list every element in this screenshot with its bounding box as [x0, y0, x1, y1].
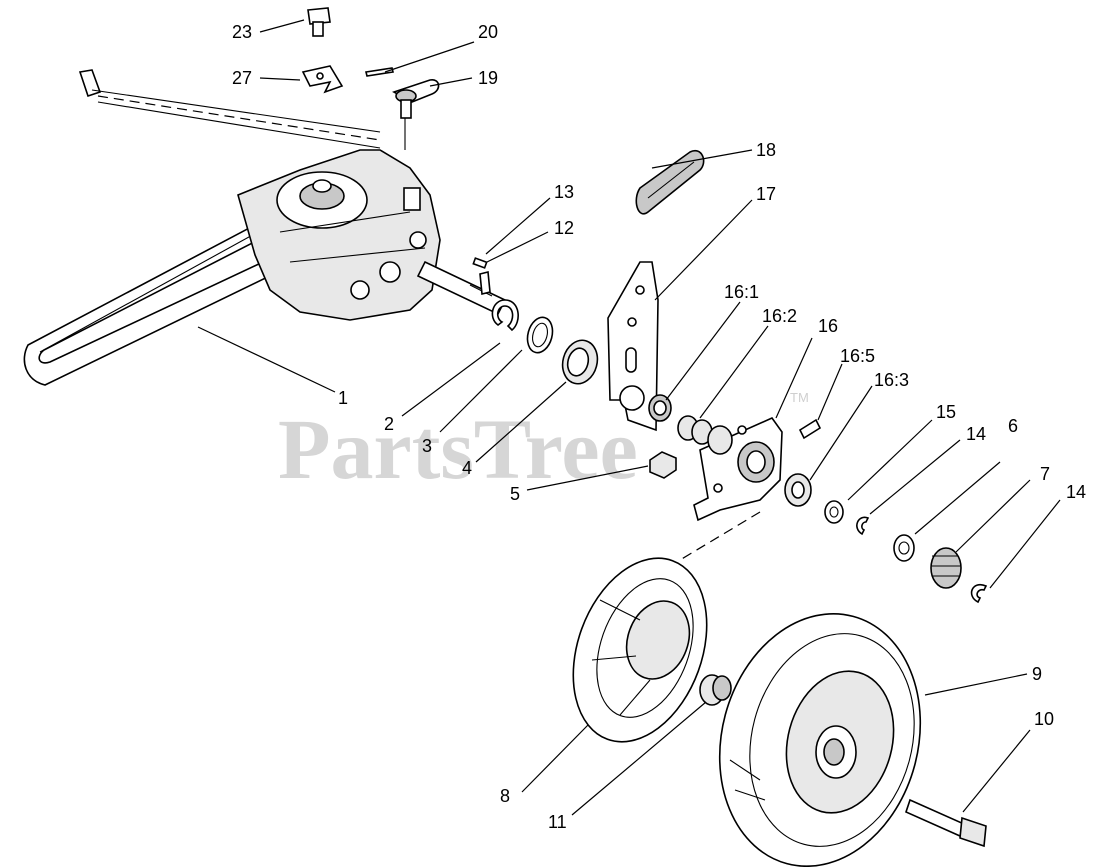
callout-8: 8	[500, 786, 510, 806]
watermark-trademark: TM	[790, 390, 809, 405]
part-23-bolt[interactable]	[307, 7, 331, 37]
part-9-wheel[interactable]	[692, 591, 948, 867]
part-20-pin[interactable]	[365, 67, 394, 77]
assembly-dashed-line	[679, 511, 761, 561]
part-1-drive-handle[interactable]	[23, 69, 381, 386]
callout-15: 15	[936, 402, 956, 422]
callout-16-5: 16:5	[840, 346, 875, 366]
part-7-pinion-gear[interactable]	[930, 547, 962, 589]
part-13-key[interactable]	[472, 257, 488, 269]
part-16-2-spacer[interactable]	[677, 415, 713, 445]
part-15-washer[interactable]	[824, 500, 844, 524]
part-16-3-bearing[interactable]	[784, 473, 812, 507]
part-19-lever[interactable]	[392, 79, 440, 119]
callout-16: 16	[818, 316, 838, 336]
callout-2: 2	[384, 414, 394, 434]
callout-20: 20	[478, 22, 498, 42]
part-16-5-pin[interactable]	[798, 418, 822, 440]
callout-9: 9	[1032, 664, 1042, 684]
callout-23: 23	[232, 22, 252, 42]
callout-18: 18	[756, 140, 776, 160]
part-27-bracket[interactable]	[301, 65, 344, 94]
callout-1: 1	[338, 388, 348, 408]
part-2-retaining-ring[interactable]	[491, 299, 519, 332]
callout-12: 12	[554, 218, 574, 238]
part-3-washer[interactable]	[524, 315, 556, 356]
part-12-spring-pin[interactable]	[479, 270, 491, 296]
part-6-washer[interactable]	[893, 534, 915, 562]
part-11-bushing[interactable]	[699, 674, 732, 706]
watermark-text: PartsTree	[278, 401, 638, 497]
part-16-1-bearing[interactable]	[648, 394, 672, 422]
callout-7: 7	[1040, 464, 1050, 484]
part-5-nut[interactable]	[649, 451, 677, 479]
callout-4: 4	[462, 458, 472, 478]
callout-17: 17	[756, 184, 776, 204]
callout-3: 3	[422, 436, 432, 456]
callout-16-2: 16:2	[762, 306, 797, 326]
callout-10: 10	[1034, 709, 1054, 729]
part-10-axle-bolt[interactable]	[905, 798, 987, 848]
part-16-bracket[interactable]	[693, 417, 783, 522]
part-8-wheel-cover[interactable]	[549, 540, 731, 761]
callout-16-1: 16:1	[724, 282, 759, 302]
callout-14-upper: 14	[966, 424, 986, 444]
callout-14-lower: 14	[1066, 482, 1086, 502]
callout-27: 27	[232, 68, 252, 88]
callout-19: 19	[478, 68, 498, 88]
part-14-e-clip-lower[interactable]	[970, 583, 988, 604]
callout-13: 13	[554, 182, 574, 202]
leader-lines	[197, 19, 1061, 816]
callout-11: 11	[548, 812, 567, 832]
part-14-e-clip-upper[interactable]	[856, 516, 870, 536]
part-17-adjust-plate[interactable]	[607, 261, 659, 432]
callout-labels: 1 2 3 4 5 6 7 8 9 10 11 12 13 14 14 15 1…	[232, 22, 1086, 832]
callout-5: 5	[510, 484, 520, 504]
part-18-handle-grip[interactable]	[635, 149, 705, 215]
callout-16-3: 16:3	[874, 370, 909, 390]
callout-6: 6	[1008, 416, 1018, 436]
part-4-bushing[interactable]	[558, 336, 602, 387]
transmission-housing[interactable]	[237, 110, 441, 321]
